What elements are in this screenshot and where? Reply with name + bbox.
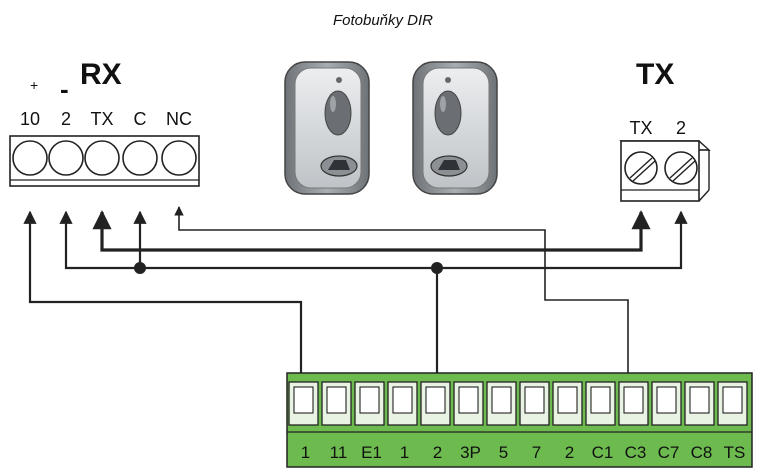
diagram-title: Fotobuňky DIR [333,12,433,29]
rx-terminal-label: NC [166,109,192,129]
board-terminal-opening [524,386,545,414]
board-terminal-opening [326,386,347,414]
wires [23,206,688,400]
rx-screw-hole [84,140,120,176]
board-terminal-label: C7 [658,443,680,462]
board-terminal-label: 7 [532,443,541,462]
board-terminal-opening [557,386,578,414]
rx-screw-hole [12,140,48,176]
board-terminal-label: C8 [691,443,713,462]
board-terminal-opening [623,386,644,414]
rx-terminal-label: TX [90,109,113,129]
board-terminal-opening [689,386,710,414]
board-terminal-opening [458,386,479,414]
rx-label: RX [80,58,122,91]
board-terminal-label: 3P [460,443,481,462]
tx-terminal-label: TX [629,118,652,138]
board-terminal-label: 11 [330,443,348,462]
polarity-minus: - [60,74,69,104]
rx-terminal-label: 2 [61,109,71,129]
wire-tx-signal [92,210,651,252]
rx-receiver: + - RX 10 2 TX C NC [9,58,200,187]
board-terminal-label: 1 [301,443,310,462]
board-terminal-opening [425,386,446,414]
photocell-device-rx [284,61,370,195]
photocell-device-tx [412,61,498,195]
tx-label: TX [636,58,674,91]
board-terminal-opening [359,386,380,414]
board-terminal-label: 1 [400,443,409,462]
board-terminal-label: 2 [433,443,442,462]
board-terminal-opening [590,386,611,414]
tx-transmitter: TX TX 2 [619,58,711,202]
tx-terminal-label: 2 [676,118,686,138]
wire-power-10 [23,210,308,400]
wire-common-2 [59,210,688,270]
rx-terminal-label: 10 [20,109,40,129]
rx-screw-hole [161,140,197,176]
board-terminal-opening [656,386,677,414]
board-terminal-label: C3 [625,443,647,462]
rx-terminal-label: C [134,109,147,129]
board-terminal-opening [722,386,743,414]
board-terminal-label: 5 [499,443,508,462]
board-terminal-opening [293,386,314,414]
board-terminal-label: E1 [361,443,382,462]
polarity-plus: + [30,77,38,93]
board-terminal-label: C1 [592,443,614,462]
rx-screw-hole [122,140,158,176]
board-terminal-opening [491,386,512,414]
wire-junction [431,262,443,274]
wire-junction [134,262,146,274]
board-terminal-opening [392,386,413,414]
board-terminal-label: 2 [565,443,574,462]
wire-nc-c3 [174,206,633,399]
board-terminal-label: TS [724,443,746,462]
rx-screw-hole [48,140,84,176]
